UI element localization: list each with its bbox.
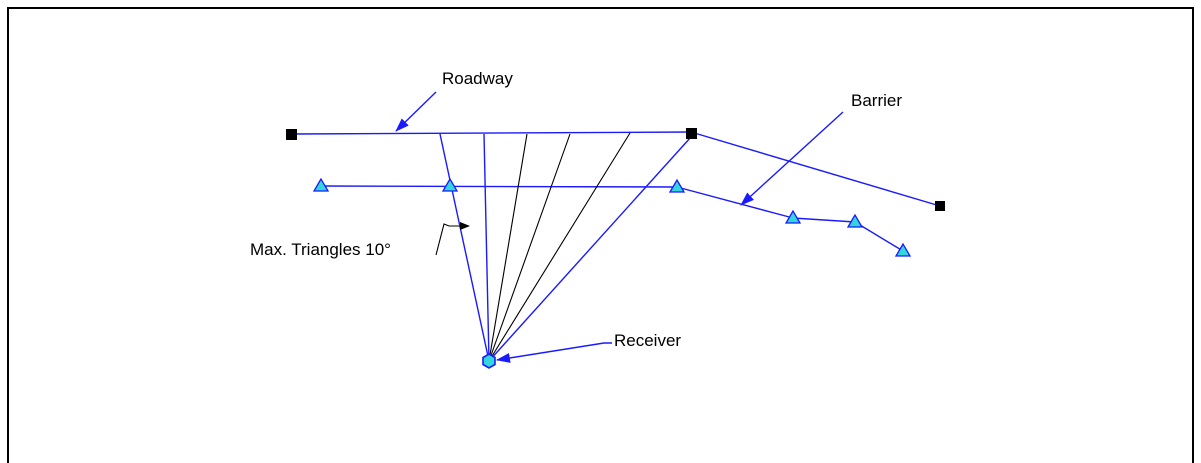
roadway-segment [690, 131, 941, 207]
roadway-label: Roadway [442, 69, 513, 88]
roadway [291, 131, 941, 207]
fan-ray [483, 133, 490, 362]
barrier-point [668, 178, 686, 193]
receiver-callout-arrow [496, 342, 612, 363]
fan-ray [488, 133, 528, 362]
roadway-node [686, 128, 697, 139]
roadway-segment [291, 131, 692, 135]
roadway-node [286, 129, 297, 140]
receiver-label: Receiver [614, 331, 681, 350]
barrier-point [784, 209, 802, 224]
barrier-point [312, 177, 330, 192]
triangle-fan [439, 132, 692, 362]
barrier-point [894, 242, 912, 257]
barrier-point [441, 177, 459, 192]
max-triangles-label: Max. Triangles 10° [250, 240, 391, 259]
roadway-callout-arrow [395, 91, 437, 132]
barrier-callout-arrow [740, 111, 844, 206]
barrier-point [846, 213, 864, 228]
roadway-node [935, 201, 945, 211]
barrier-segment [320, 185, 678, 188]
receiver-point [482, 353, 496, 369]
fan-ray [488, 132, 631, 362]
max-triangles-pointer [435, 222, 470, 256]
fan-edge-left [439, 133, 490, 362]
barrier [320, 185, 904, 252]
fan-edge-right [488, 136, 692, 362]
fan-ray [488, 133, 571, 362]
barrier-segment [792, 217, 856, 223]
barrier-segment [854, 221, 904, 252]
diagram-frame [7, 7, 1194, 463]
barrier-label: Barrier [851, 91, 902, 110]
barrier-segment [676, 186, 794, 219]
